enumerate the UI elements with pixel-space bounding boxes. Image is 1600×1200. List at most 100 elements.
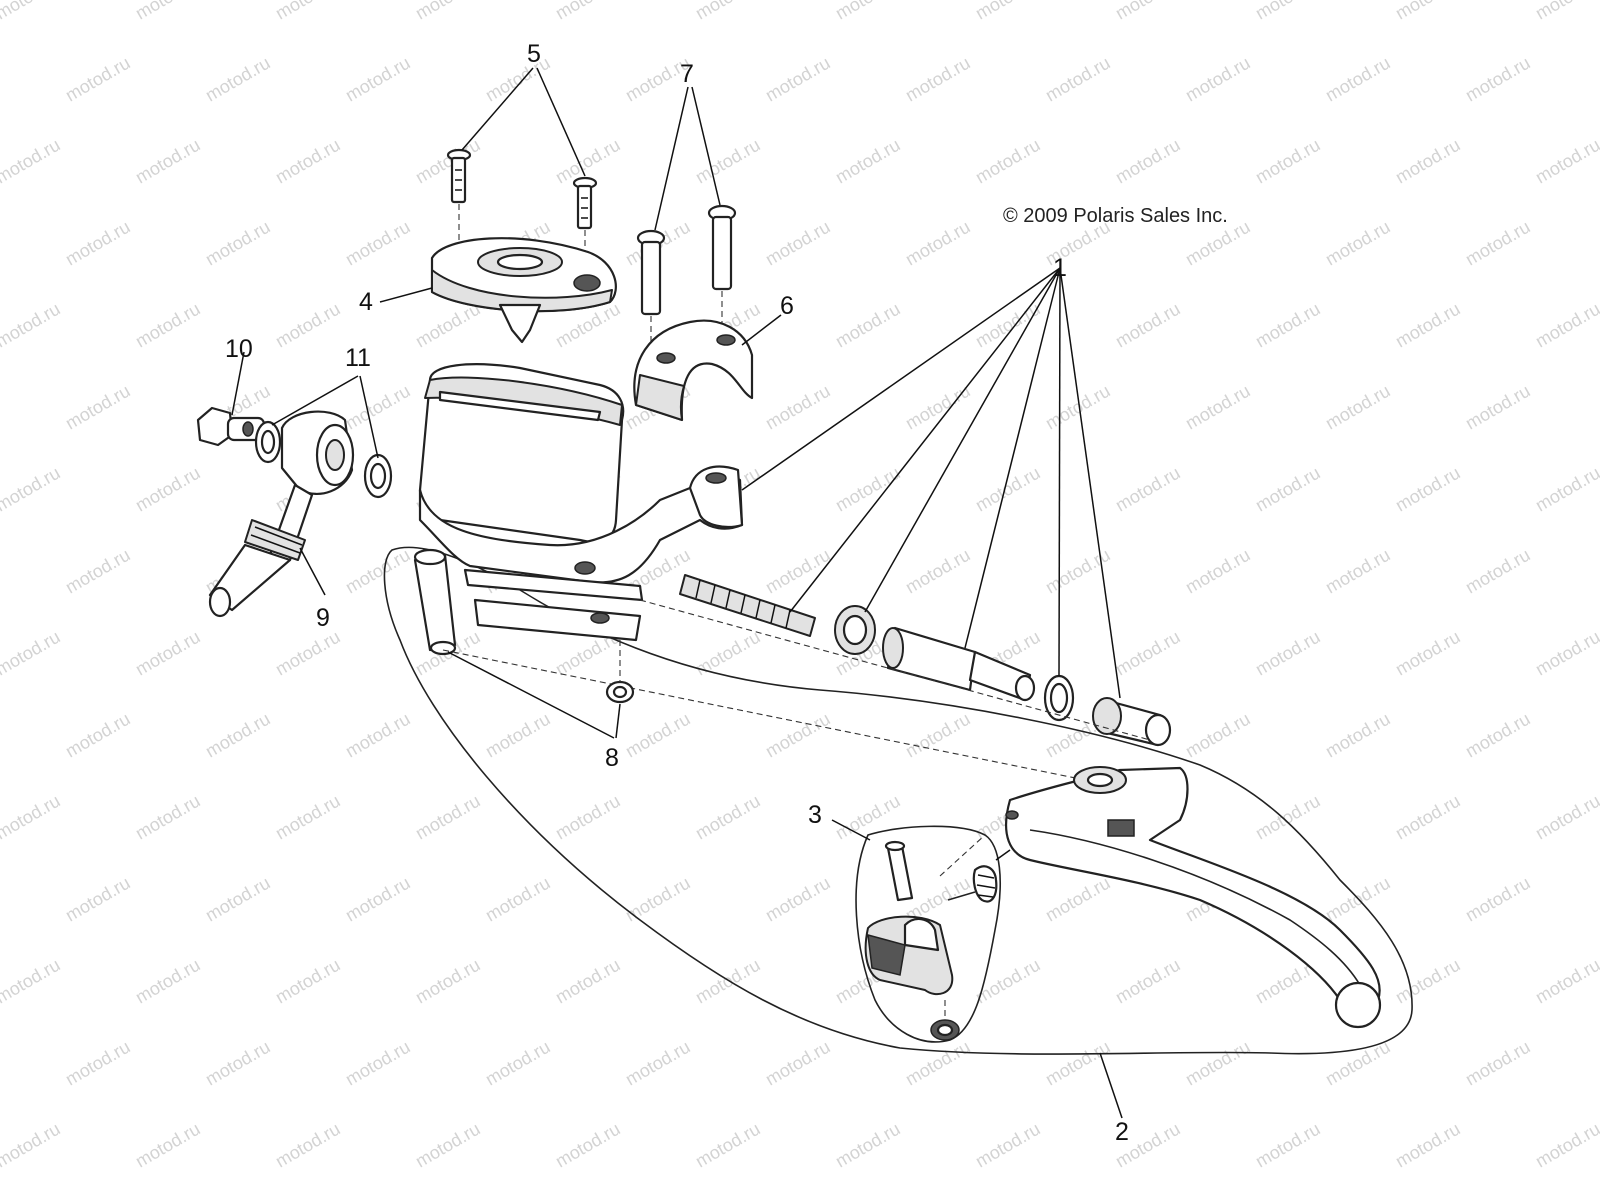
watermark-text: motod.ru: [762, 1037, 834, 1090]
watermark-text: motod.ru: [342, 873, 414, 926]
watermark-text: motod.ru: [902, 53, 974, 106]
watermark-text: motod.ru: [1532, 627, 1600, 680]
watermark-text: motod.ru: [972, 463, 1044, 516]
watermark-text: motod.ru: [412, 1119, 484, 1172]
watermark-text: motod.ru: [762, 381, 834, 434]
watermark-text: motod.ru: [202, 709, 274, 762]
watermark-text: motod.ru: [1182, 1037, 1254, 1090]
pivot-pin: [413, 548, 1111, 786]
watermark-text: motod.ru: [412, 135, 484, 188]
watermark-text: motod.ru: [412, 791, 484, 844]
watermark-text: motod.ru: [202, 873, 274, 926]
watermark-text: motod.ru: [0, 0, 64, 23]
watermark-text: motod.ru: [1182, 545, 1254, 598]
watermark-text: motod.ru: [272, 299, 344, 352]
watermark-text: motod.ru: [902, 217, 974, 270]
watermark-text: motod.ru: [0, 1119, 64, 1172]
callout-7: 7: [680, 60, 694, 88]
watermark-text: motod.ru: [342, 545, 414, 598]
watermark-text: motod.ru: [902, 381, 974, 434]
watermark-text: motod.ru: [1182, 709, 1254, 762]
align-line-piston: [639, 599, 1151, 741]
watermark-text: motod.ru: [272, 0, 344, 23]
watermark-text: motod.ru: [1112, 463, 1184, 516]
watermark-text: motod.ru: [0, 135, 64, 188]
watermark-text: motod.ru: [552, 955, 624, 1008]
watermark-text: motod.ru: [1252, 299, 1324, 352]
watermark-text: motod.ru: [762, 873, 834, 926]
banjo-bolt: [196, 406, 266, 447]
watermark-text: motod.ru: [832, 463, 904, 516]
watermark-text: motod.ru: [342, 381, 414, 434]
watermark-text: motod.ru: [62, 1037, 134, 1090]
watermark-text: motod.ru: [1532, 791, 1600, 844]
handlebar-clamp: [633, 319, 754, 422]
watermark-text: motod.ru: [972, 299, 1044, 352]
watermark-text: motod.ru: [692, 955, 764, 1008]
copyright-text: © 2009 Polaris Sales Inc.: [1003, 205, 1228, 227]
watermark-text: motod.ru: [692, 791, 764, 844]
watermark-text: motod.ru: [1392, 299, 1464, 352]
watermark-text: motod.ru: [0, 955, 64, 1008]
watermark-text: motod.ru: [1322, 53, 1394, 106]
watermark-text: motod.ru: [132, 791, 204, 844]
watermark-text: motod.ru: [132, 463, 204, 516]
watermark-text: motod.ru: [0, 463, 64, 516]
watermark-text: motod.ru: [1112, 0, 1184, 23]
watermark-text: motod.ru: [1322, 381, 1394, 434]
callout-2: 2: [1115, 1118, 1129, 1146]
watermark-text: motod.ru: [272, 135, 344, 188]
watermark-text: motod.ru: [1462, 709, 1534, 762]
return-spring: [939, 834, 1011, 903]
callout-10: 10: [225, 335, 253, 363]
watermark-text: motod.ru: [1042, 381, 1114, 434]
watermark-text: motod.ru: [0, 791, 64, 844]
watermark-text: motod.ru: [412, 0, 484, 23]
brake-hose: [208, 410, 355, 618]
watermark-text: motod.ru: [0, 627, 64, 680]
watermark-text: motod.ru: [1112, 955, 1184, 1008]
watermark-text: motod.ru: [972, 955, 1044, 1008]
callout-4: 4: [359, 288, 373, 316]
watermark-text: motod.ru: [1392, 135, 1464, 188]
watermark-text: motod.ru: [342, 53, 414, 106]
watermark-text: motod.ru: [622, 873, 694, 926]
callout-6: 6: [780, 292, 794, 320]
watermark-text: motod.ru: [202, 53, 274, 106]
watermark-text: motod.ru: [202, 1037, 274, 1090]
watermark-text: motod.ru: [552, 1119, 624, 1172]
watermark-text: motod.ru: [552, 791, 624, 844]
sealing-washers: [254, 420, 393, 499]
watermark-text: motod.ru: [1112, 299, 1184, 352]
watermark-text: motod.ru: [1532, 1119, 1600, 1172]
leader-lines: [231, 67, 1123, 1119]
callout-11: 11: [345, 344, 371, 372]
watermark-text: motod.ru: [342, 217, 414, 270]
watermark-text: motod.ru: [692, 135, 764, 188]
watermark-text: motod.ru: [832, 299, 904, 352]
watermark-text: motod.ru: [1042, 53, 1114, 106]
watermark-text: motod.ru: [1252, 463, 1324, 516]
watermark-text: motod.ru: [342, 709, 414, 762]
watermark-text: motod.ru: [1252, 1119, 1324, 1172]
watermark-text: motod.ru: [692, 0, 764, 23]
watermark-text: motod.ru: [62, 545, 134, 598]
watermark-text: motod.ru: [1252, 627, 1324, 680]
watermark-text: motod.ru: [1252, 135, 1324, 188]
watermark-text: motod.ru: [482, 1037, 554, 1090]
watermark-text: motod.ru: [762, 217, 834, 270]
watermark-text: motod.ru: [1462, 381, 1534, 434]
watermark-text: motod.ru: [1462, 1037, 1534, 1090]
brake-light-switch: [864, 915, 954, 996]
callout-numbers: 5 7 4 6 10 11 1 9 8 3 2: [225, 40, 1129, 1146]
lever-assembly-outline: [383, 546, 1413, 1055]
watermark-text: motod.ru: [1112, 627, 1184, 680]
callout-5: 5: [527, 40, 541, 68]
clamp-bolts: [636, 204, 737, 370]
callout-8: 8: [605, 744, 619, 772]
brake-lever: [1005, 766, 1382, 1029]
watermark-text: motod.ru: [972, 0, 1044, 23]
watermark-text: motod.ru: [1462, 545, 1534, 598]
